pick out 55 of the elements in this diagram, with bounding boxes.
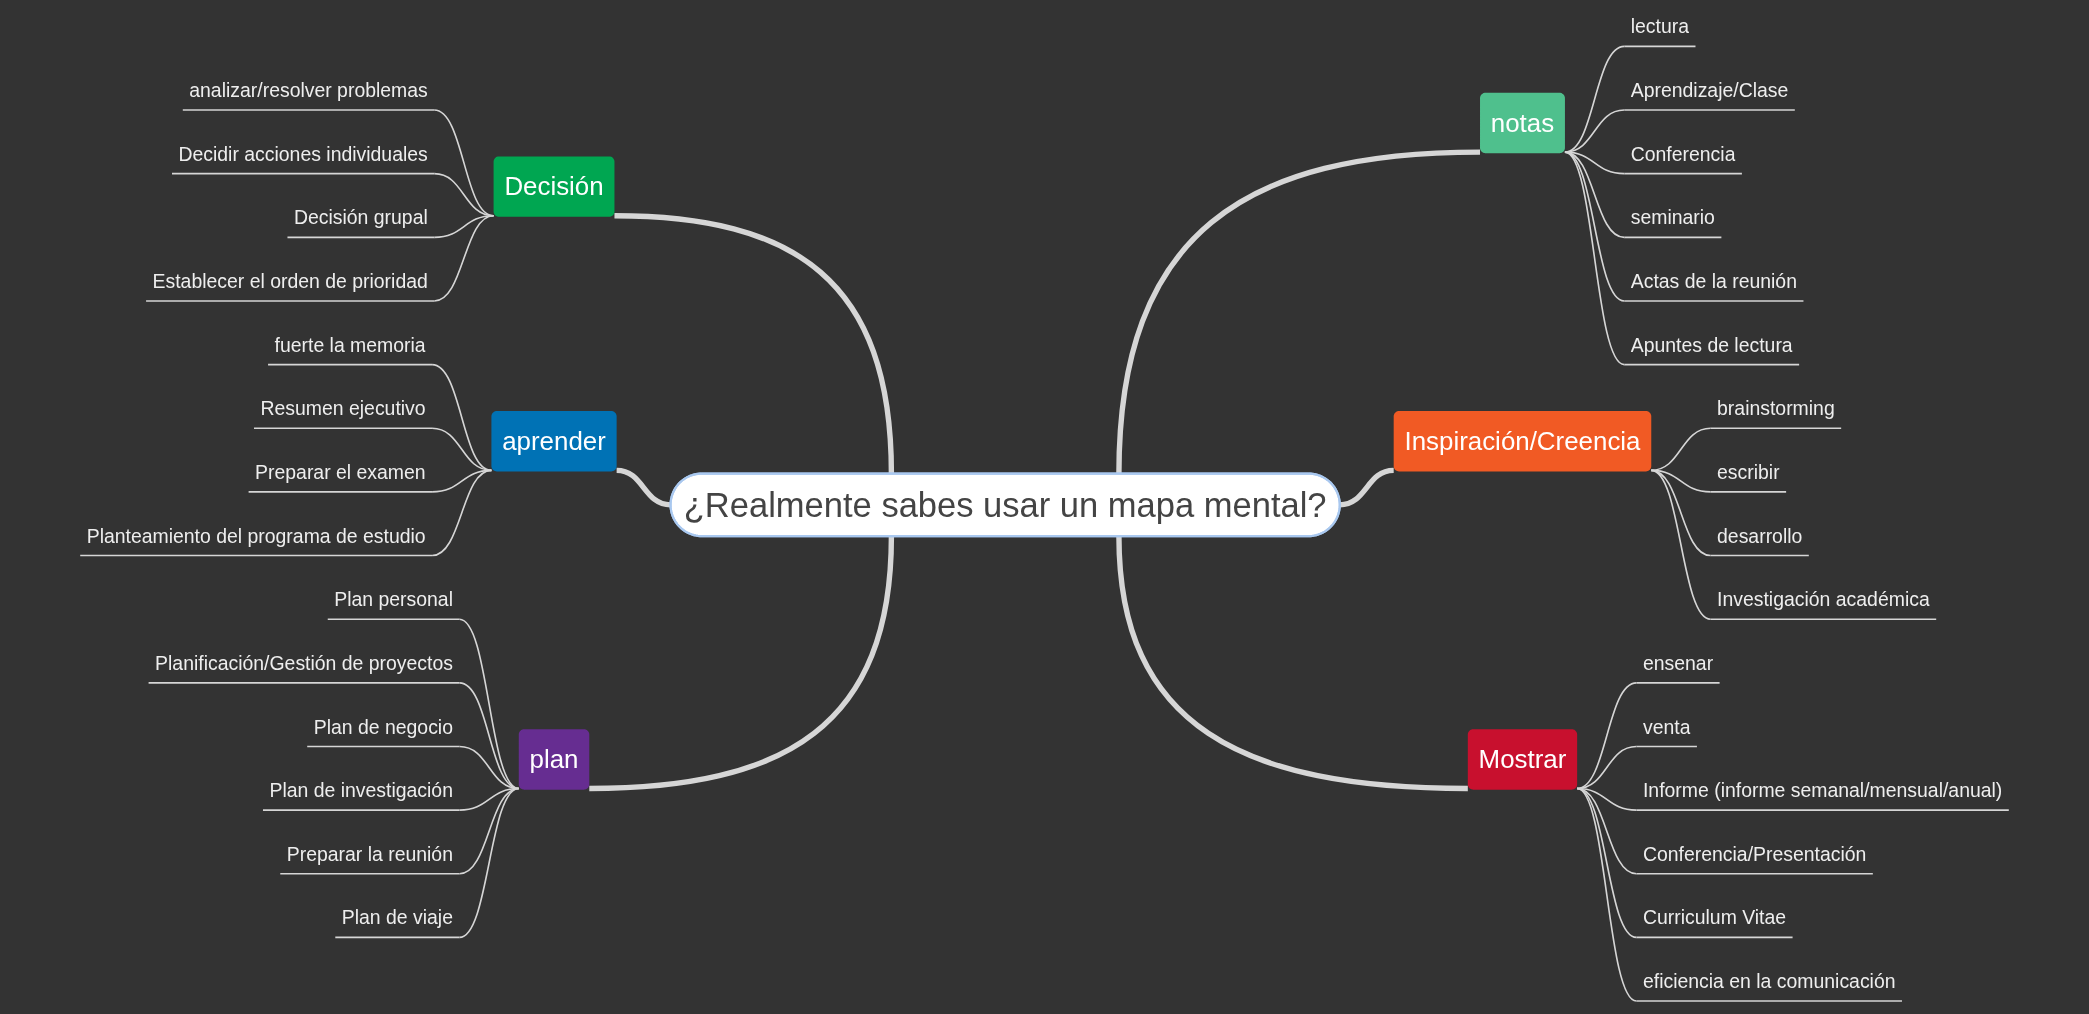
connector-line bbox=[458, 787, 520, 939]
leaf-topic: Establecer el orden de prioridad bbox=[145, 270, 436, 302]
leaf-topic: Decidir acciones individuales bbox=[171, 143, 436, 175]
branch-topic: Inspiración/Creencia bbox=[1393, 411, 1652, 472]
leaf-topic: Plan de investigación bbox=[262, 779, 461, 811]
leaf-topic: seminario bbox=[1623, 207, 1723, 239]
connector-line bbox=[1339, 467, 1394, 508]
leaf-topic: Plan personal bbox=[326, 589, 461, 620]
leaf-topic: brainstorming bbox=[1709, 398, 1842, 430]
connector-line bbox=[1576, 682, 1638, 790]
leaf-topic: escribir bbox=[1709, 461, 1787, 493]
leaf-topic: Apuntes de lectura bbox=[1623, 334, 1800, 366]
connector-line bbox=[458, 618, 520, 790]
connector-line bbox=[1576, 787, 1638, 1002]
connector-line bbox=[1564, 151, 1626, 366]
leaf-topic: Planteamiento del programa de estudio bbox=[79, 525, 433, 557]
connector-line bbox=[431, 427, 493, 472]
branch-topic: notas bbox=[1480, 92, 1565, 154]
connector-line bbox=[614, 213, 895, 474]
connector-line bbox=[589, 536, 895, 792]
connector-line bbox=[1650, 469, 1712, 557]
leaf-topic: ensenar bbox=[1635, 652, 1721, 684]
leaf-topic: Preparar el examen bbox=[247, 461, 433, 493]
leaf-topic: Conferencia/Presentación bbox=[1635, 843, 1874, 875]
leaf-topic: Decisión grupal bbox=[286, 207, 436, 239]
leaf-topic: Planificación/Gestión de proyectos bbox=[147, 652, 461, 684]
leaf-topic: Plan de viaje bbox=[334, 907, 461, 939]
branch-topic: aprender bbox=[491, 411, 617, 472]
branch-topic: plan bbox=[518, 729, 590, 790]
leaf-topic: Resumen ejecutivo bbox=[253, 398, 433, 430]
leaf-topic: Aprendizaje/Clase bbox=[1623, 79, 1796, 111]
leaf-topic: Conferencia bbox=[1623, 143, 1743, 175]
leaf-topic: Plan de negocio bbox=[306, 716, 461, 748]
branch-topic: Decisión bbox=[493, 156, 615, 217]
connector-line bbox=[616, 467, 671, 508]
leaf-topic: analizar/resolver problemas bbox=[182, 79, 436, 111]
leaf-topic: Curriculum Vitae bbox=[1635, 907, 1794, 939]
central-topic: ¿Realmente sabes usar un mapa mental? bbox=[669, 472, 1341, 538]
connector-line bbox=[1116, 149, 1481, 474]
leaf-topic: fuerte la memoria bbox=[267, 334, 433, 366]
connector-line bbox=[1564, 151, 1626, 175]
leaf-topic: Actas de la reunión bbox=[1623, 270, 1805, 302]
leaf-topic: desarrollo bbox=[1709, 525, 1810, 557]
leaf-topic: eficiencia en la comunicación bbox=[1635, 970, 1903, 1002]
leaf-topic: lectura bbox=[1623, 16, 1697, 48]
leaf-topic: venta bbox=[1635, 716, 1698, 748]
connector-line bbox=[433, 214, 495, 302]
leaf-topic: Investigación académica bbox=[1709, 589, 1937, 620]
leaf-topic: Informe (informe semanal/mensual/anual) bbox=[1635, 779, 2010, 811]
connector-line bbox=[1650, 427, 1712, 472]
connector-line bbox=[458, 682, 520, 790]
connector-line bbox=[1650, 469, 1712, 620]
branch-topic: Mostrar bbox=[1467, 729, 1578, 790]
connector-line bbox=[431, 469, 493, 557]
leaf-topic: Preparar la reunión bbox=[279, 843, 461, 875]
